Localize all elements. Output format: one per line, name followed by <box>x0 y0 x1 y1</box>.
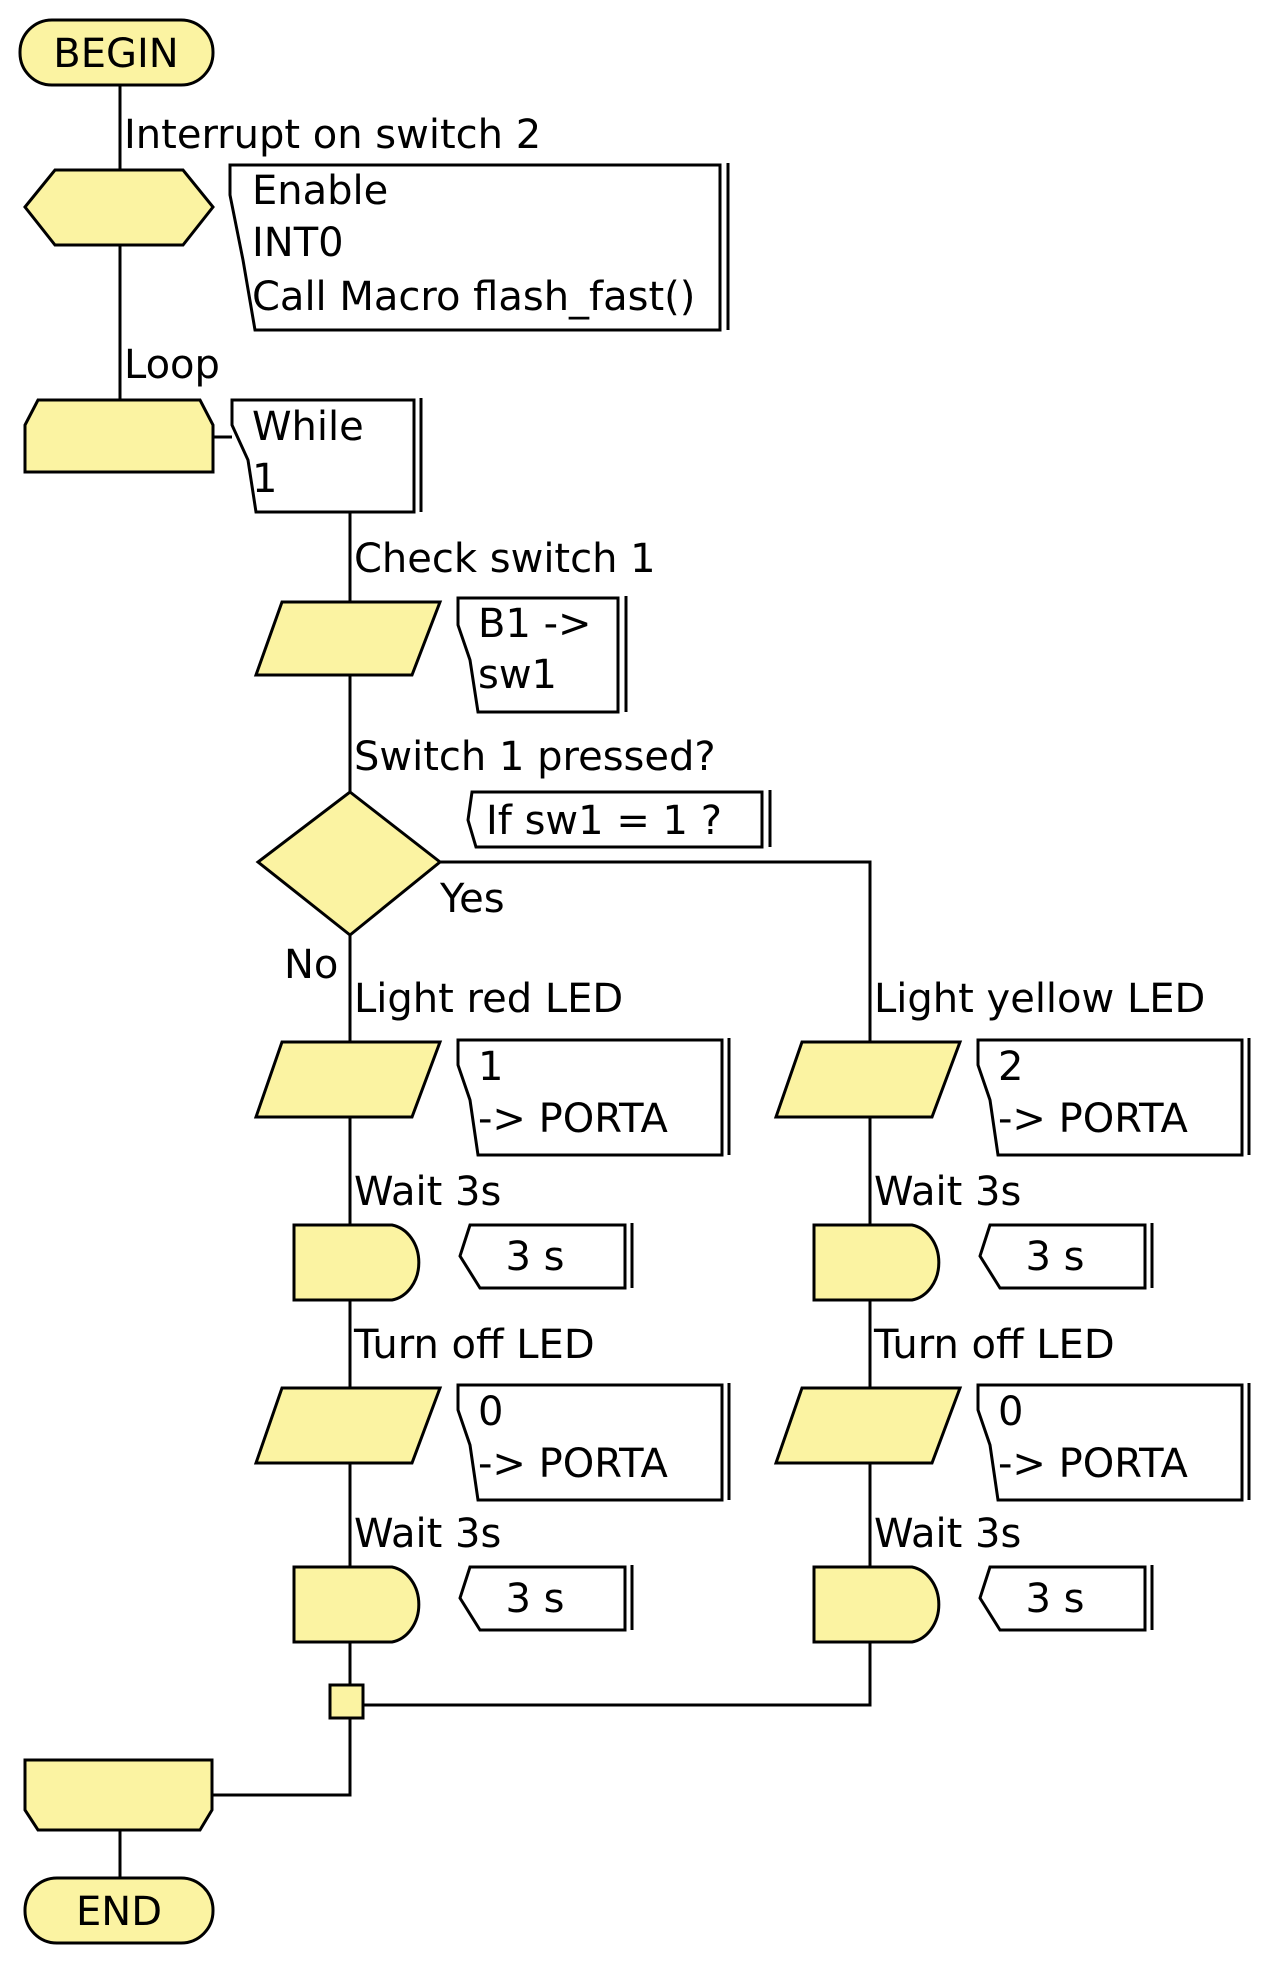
loop-line-1: While <box>252 404 364 450</box>
interrupt-line-3: Call Macro flash_fast() <box>252 274 695 320</box>
left-wait1-value: 3 s <box>505 1234 564 1280</box>
decision-no-label: No <box>284 942 338 988</box>
check-switch-title: Check switch 1 <box>354 536 656 582</box>
loop-end-block[interactable] <box>23 1758 214 1832</box>
begin-label: BEGIN <box>53 31 178 77</box>
right-off-line-1: 0 <box>998 1389 1023 1435</box>
decision-title: Switch 1 pressed? <box>354 734 716 780</box>
left-wait1-note: 3 s <box>458 1223 634 1290</box>
right-wait1-block[interactable] <box>812 1223 941 1302</box>
interrupt-line-1: Enable <box>252 168 388 214</box>
left-off-title: Turn off LED <box>353 1322 595 1368</box>
check-switch-line-2: sw1 <box>478 652 557 698</box>
right-wait2-note: 3 s <box>978 1565 1154 1632</box>
left-off-note: 0 -> PORTA <box>456 1383 731 1502</box>
loop-note: While 1 <box>230 398 423 514</box>
right-wait2-title: Wait 3s <box>874 1511 1021 1557</box>
left-light-note: 1 -> PORTA <box>456 1038 731 1157</box>
decision-note: If sw1 = 1 ? <box>466 790 772 849</box>
left-wait1-block[interactable] <box>292 1223 421 1302</box>
right-light-block[interactable] <box>773 1040 963 1119</box>
check-switch-line-1: B1 -> <box>478 601 592 647</box>
interrupt-note: Enable INT0 Call Macro flash_fast() <box>228 163 730 332</box>
right-wait2-value: 3 s <box>1025 1576 1084 1622</box>
left-light-block[interactable] <box>253 1040 443 1119</box>
right-light-line-2: -> PORTA <box>998 1096 1188 1142</box>
left-wait2-block[interactable] <box>292 1565 421 1644</box>
left-wait2-note: 3 s <box>458 1565 634 1632</box>
right-wait1-title: Wait 3s <box>874 1169 1021 1215</box>
decision-block[interactable] <box>255 790 443 937</box>
interrupt-line-2: INT0 <box>252 220 344 266</box>
check-switch-block[interactable] <box>253 600 443 677</box>
left-light-line-1: 1 <box>478 1044 503 1090</box>
right-wait1-value: 3 s <box>1025 1234 1084 1280</box>
decision-yes-label: Yes <box>439 876 505 922</box>
right-wait1-note: 3 s <box>978 1223 1154 1290</box>
check-switch-note: B1 -> sw1 <box>456 596 628 714</box>
interrupt-block[interactable] <box>23 168 215 247</box>
begin-terminal[interactable]: BEGIN <box>18 18 215 87</box>
loop-line-2: 1 <box>252 456 277 502</box>
loop-block[interactable] <box>23 398 215 474</box>
left-wait2-value: 3 s <box>505 1576 564 1622</box>
left-wait2-title: Wait 3s <box>354 1511 501 1557</box>
right-off-line-2: -> PORTA <box>998 1441 1188 1487</box>
right-light-note: 2 -> PORTA <box>976 1038 1251 1157</box>
left-off-block[interactable] <box>253 1386 443 1465</box>
decision-condition: If sw1 = 1 ? <box>486 798 722 844</box>
merge-junction[interactable] <box>328 1683 365 1720</box>
right-off-note: 0 -> PORTA <box>976 1383 1251 1502</box>
left-off-line-1: 0 <box>478 1389 503 1435</box>
right-off-title: Turn off LED <box>873 1322 1115 1368</box>
left-light-line-2: -> PORTA <box>478 1096 668 1142</box>
left-light-title: Light red LED <box>354 976 623 1022</box>
right-off-block[interactable] <box>773 1386 963 1465</box>
right-light-line-1: 2 <box>998 1044 1023 1090</box>
loop-title: Loop <box>124 342 220 388</box>
connectors <box>118 85 872 1878</box>
interrupt-title: Interrupt on switch 2 <box>124 112 541 158</box>
end-label: END <box>76 1889 162 1935</box>
end-terminal[interactable]: END <box>23 1876 215 1945</box>
left-off-line-2: -> PORTA <box>478 1441 668 1487</box>
right-wait2-block[interactable] <box>812 1565 941 1644</box>
left-wait1-title: Wait 3s <box>354 1169 501 1215</box>
right-light-title: Light yellow LED <box>874 976 1205 1022</box>
